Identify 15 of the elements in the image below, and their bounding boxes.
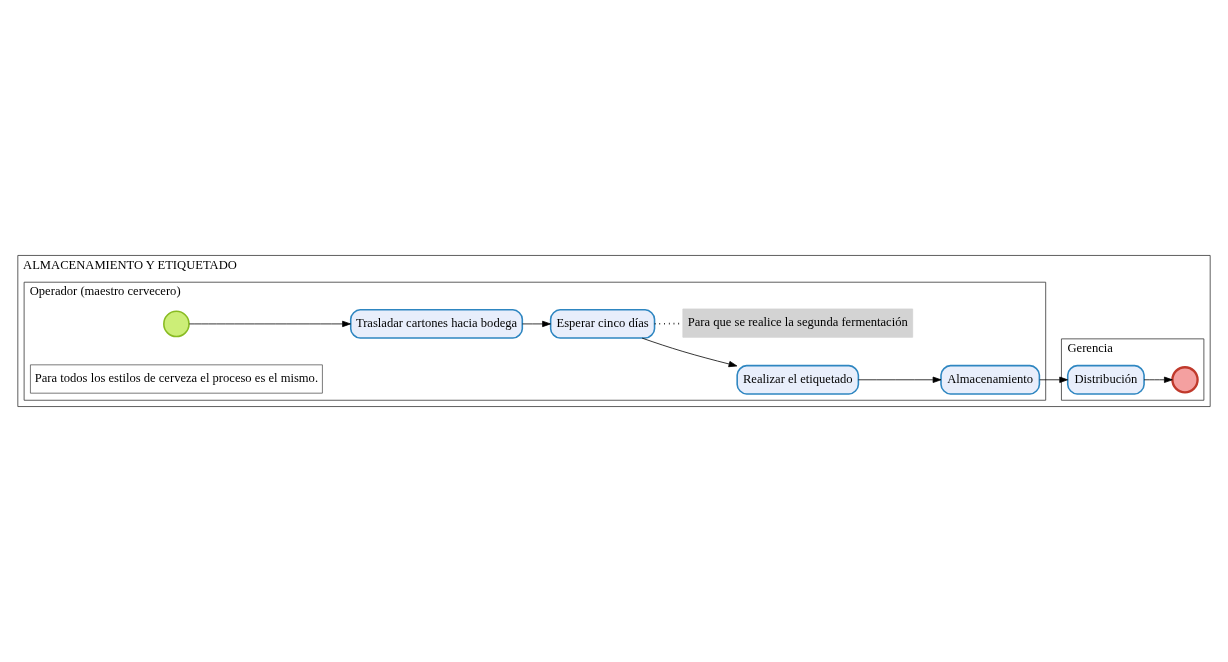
node-box: Distribución xyxy=(1066,364,1145,395)
node-box: Realizar el etiquetado xyxy=(736,364,860,395)
node-circle xyxy=(1171,366,1199,394)
node-box: Trasladar cartones hacia bodega xyxy=(349,308,524,339)
node-box: Almacenamiento xyxy=(940,364,1041,395)
arrow xyxy=(641,337,738,368)
node-box: Para todos los estilos de cerveza el proceso es el mismo. xyxy=(30,364,323,394)
arrow xyxy=(1143,376,1173,383)
arrow xyxy=(522,320,551,328)
node-box: Esperar cinco días xyxy=(549,308,656,339)
arrow xyxy=(188,320,351,328)
node-circle xyxy=(163,310,190,338)
node-box: Para que se realice la segunda fermentación xyxy=(682,308,914,338)
arrow xyxy=(858,376,942,383)
arrow xyxy=(1039,376,1068,383)
